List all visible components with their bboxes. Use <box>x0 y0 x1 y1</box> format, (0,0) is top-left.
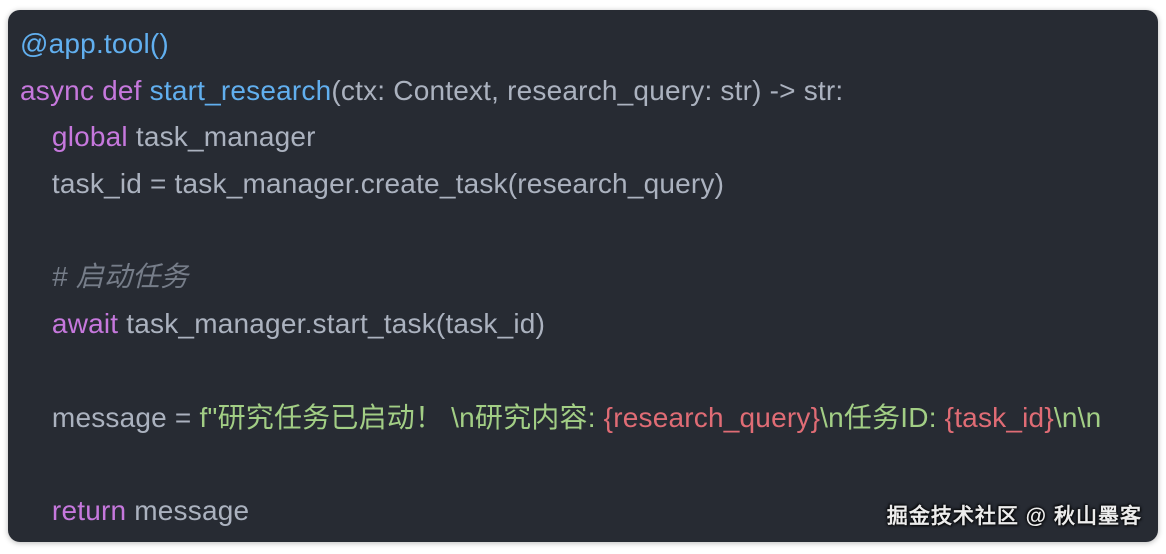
code-token-keyword: return <box>51 494 127 526</box>
code-token-keyword: global <box>51 121 128 153</box>
code-line: # 启动任务 <box>20 254 1158 301</box>
code-token-interp: {task_id} <box>944 401 1054 433</box>
watermark: 掘金技术社区 @ 秋山墨客 <box>886 505 1142 528</box>
code-line: task_id = task_manager.create_task(resea… <box>20 161 1158 208</box>
code-token-plain <box>20 261 52 292</box>
code-token-plain: message <box>126 494 250 526</box>
code-token-plain <box>20 308 52 339</box>
code-token-plain: task_id = task_manager.create_task(resea… <box>20 168 725 200</box>
code-token-string: \n任务ID: <box>820 401 945 433</box>
code-token-interp: {research_query} <box>603 401 821 433</box>
code-token-decorator: @app.tool() <box>20 28 169 59</box>
code-line: message = f"研究任务已启动！ \n研究内容: {research_q… <box>20 395 1158 442</box>
code-token-plain: task_manager.start_task(task_id) <box>118 308 546 340</box>
code-line: await task_manager.start_task(task_id) <box>20 301 1158 348</box>
code-token-string: f"研究任务已启动！ \n研究内容: <box>199 401 604 433</box>
code-line <box>20 208 1158 255</box>
code-token-comment: # 启动任务 <box>51 261 189 293</box>
code-line: async def start_research(ctx: Context, r… <box>20 68 1158 115</box>
code-token-keyword: await <box>51 308 119 340</box>
code-token-plain <box>20 121 52 152</box>
code-line <box>20 441 1158 488</box>
code-line: global task_manager <box>20 114 1158 161</box>
code-token-keyword: async def <box>20 74 150 106</box>
code-line: return message <box>20 488 1158 535</box>
code-token-func: start_research <box>149 74 332 106</box>
code-line <box>20 348 1158 395</box>
code-token-plain: message = <box>20 401 200 433</box>
code-line: @app.tool() <box>20 21 1158 68</box>
code-token-plain: task_manager <box>127 121 316 153</box>
code-token-plain <box>20 495 52 526</box>
code-block-panel: @app.tool() async def start_research(ctx:… <box>8 10 1158 542</box>
code-token-string: \n\n <box>1053 401 1102 433</box>
code-token-plain: (ctx: Context, research_query: str) -> s… <box>331 74 844 106</box>
code-block: @app.tool() async def start_research(ctx:… <box>20 21 1158 535</box>
